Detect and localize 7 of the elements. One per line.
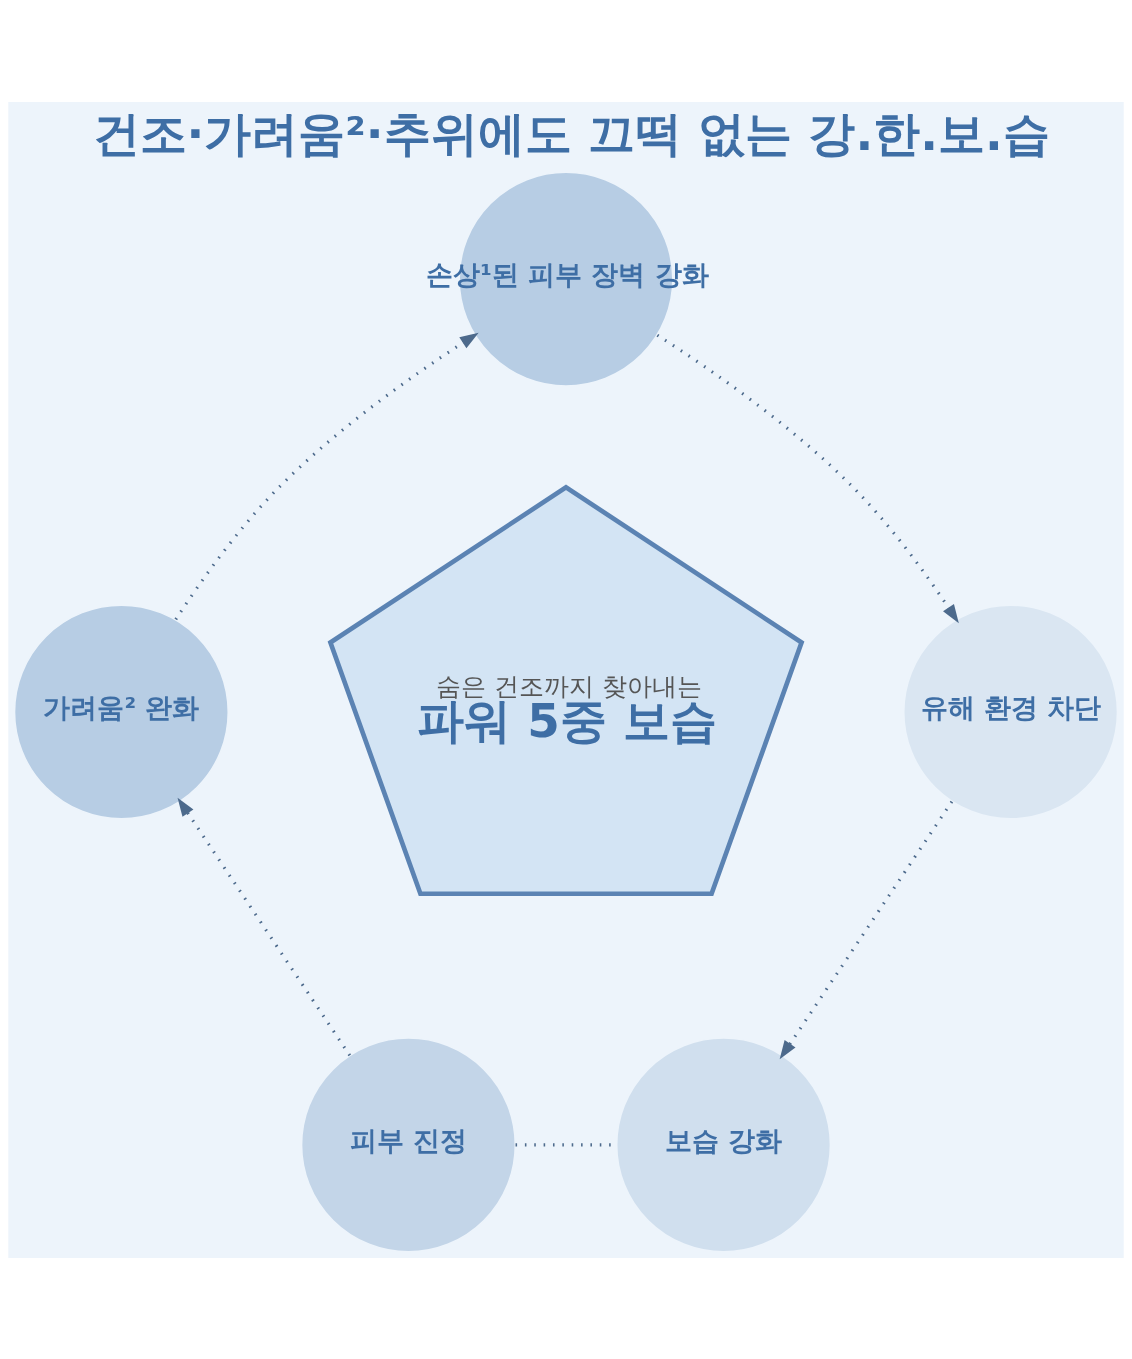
node-label: 손상¹된 피부 장벽 강화	[426, 258, 709, 290]
diagram-title: 건조·가려움²·추위에도 끄떡 없는 강.한.보.습	[92, 106, 1050, 161]
arrow	[177, 797, 352, 1056]
arrow	[174, 332, 479, 620]
arrow	[779, 800, 954, 1059]
node-circle: 피부 진정	[300, 1036, 517, 1253]
arrow	[656, 333, 959, 623]
